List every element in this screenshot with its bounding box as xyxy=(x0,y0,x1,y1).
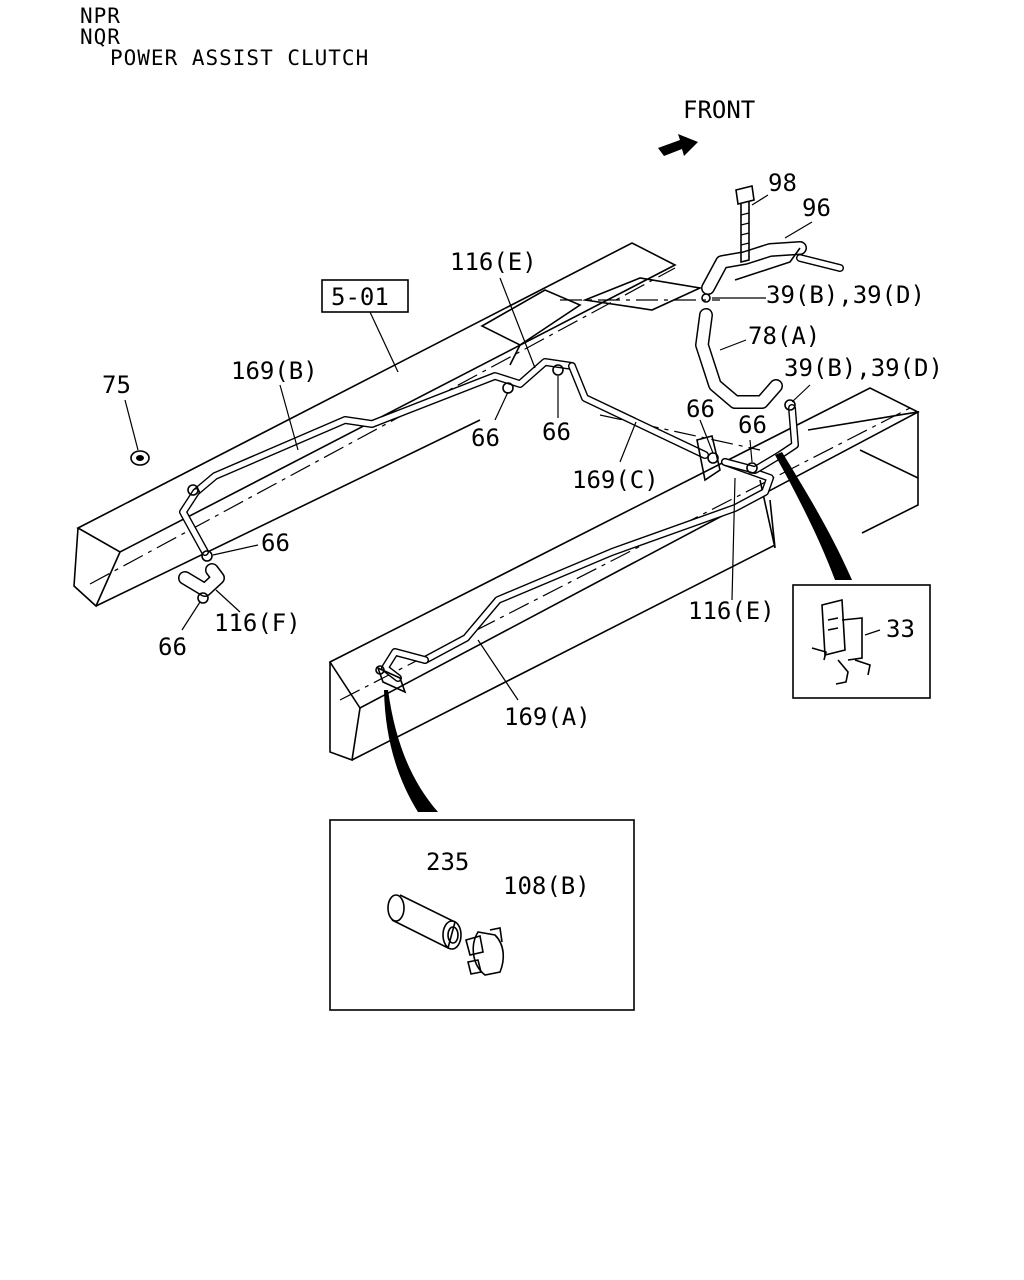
diagram-title: POWER ASSIST CLUTCH xyxy=(110,46,370,70)
ref-box-label: 5-01 xyxy=(331,283,389,311)
callout-108b: 108(B) xyxy=(503,872,590,900)
callout-98: 98 xyxy=(768,169,797,197)
callout-169b: 169(B) xyxy=(231,357,318,385)
front-arrow-icon xyxy=(658,134,698,156)
callout-66-c: 66 xyxy=(686,395,715,423)
callout-116f: 116(F) xyxy=(214,609,301,637)
part-33-clamp xyxy=(811,598,881,685)
diagram-header: NPR NQR POWER ASSIST CLUTCH xyxy=(80,6,369,69)
clips-66 xyxy=(187,293,796,604)
callout-78a: 78(A) xyxy=(748,322,820,350)
fitting-front xyxy=(375,665,407,694)
part-108b-clip xyxy=(465,927,505,976)
callout-66-f: 66 xyxy=(158,633,187,661)
callout-66-a: 66 xyxy=(471,424,500,452)
callout-235: 235 xyxy=(426,848,469,876)
left-frame-rail xyxy=(73,242,720,608)
pipe-169a xyxy=(421,458,774,664)
part-235-sleeve xyxy=(387,894,462,950)
hose-96 xyxy=(701,241,844,295)
bolt-98 xyxy=(735,185,755,264)
pipe-left-drop xyxy=(179,488,209,556)
callout-96: 96 xyxy=(802,194,831,222)
callout-169c: 169(C) xyxy=(572,466,659,494)
callout-sweep-33 xyxy=(775,452,852,580)
model-nqr: NQR xyxy=(80,25,121,49)
pipe-169b xyxy=(192,358,576,496)
front-label: FRONT xyxy=(683,96,755,124)
callout-33: 33 xyxy=(886,615,915,643)
model-npr: NPR xyxy=(80,4,121,28)
callout-116e-right: 116(E) xyxy=(688,597,775,625)
callout-39-upper: 39(B),39(D) xyxy=(766,281,925,309)
callout-sweep-235 xyxy=(384,690,438,812)
callout-169a: 169(A) xyxy=(504,703,591,731)
callout-66-b: 66 xyxy=(542,418,571,446)
callout-66-e: 66 xyxy=(261,529,290,557)
hose-78a xyxy=(695,308,783,409)
detail-box-235 xyxy=(329,819,635,1011)
callout-39-lower: 39(B),39(D) xyxy=(784,354,943,382)
callout-66-d: 66 xyxy=(738,411,767,439)
callout-75: 75 xyxy=(102,371,131,399)
pipe-169c xyxy=(568,362,709,459)
ref-box-frame xyxy=(321,279,409,313)
hose-116f xyxy=(178,563,225,597)
nut-75 xyxy=(130,450,150,466)
callout-116e-top: 116(E) xyxy=(450,248,537,276)
pipe-front-end xyxy=(381,648,429,682)
right-frame-rail xyxy=(328,387,920,762)
